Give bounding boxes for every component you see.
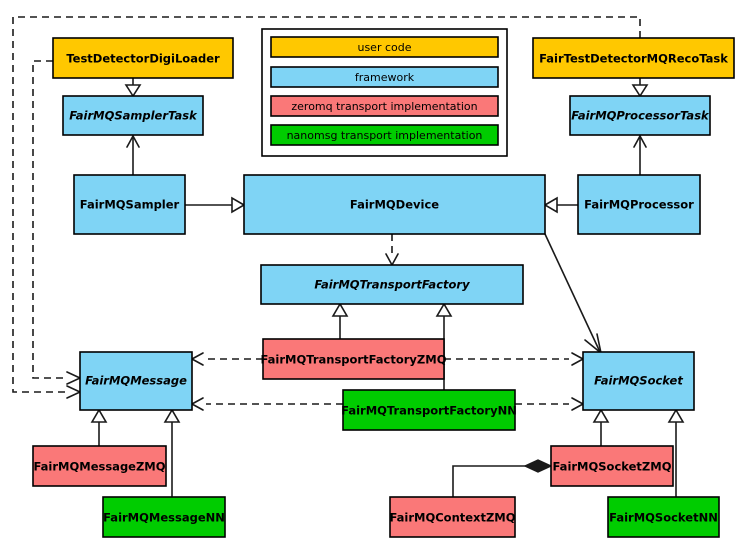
class-box[interactable] (342, 389, 516, 431)
edge-socketnn-socket (667, 408, 685, 497)
edge-sampler-device (185, 196, 246, 214)
class-label: FairMQTransportFactoryNN (341, 404, 517, 418)
class-label: FairMQSocketNN (609, 511, 718, 525)
class-label: FairMQSocket (594, 374, 683, 388)
edge-device-transportfactory (385, 234, 399, 266)
legend-swatch-zeromq (270, 95, 499, 117)
class-label: FairMQDevice (350, 198, 439, 212)
class-label: FairMQProcessor (584, 198, 694, 212)
class-box[interactable] (32, 445, 167, 487)
class-box[interactable] (532, 37, 735, 79)
class-label: FairMQTransportFactory (314, 278, 470, 292)
legend-label-zeromq: zeromq transport implementation (291, 100, 477, 113)
class-node-fairmqtransportfactory[interactable]: FairMQTransportFactory (260, 264, 524, 305)
class-node-fairmqmessage[interactable]: FairMQMessage (79, 351, 193, 411)
class-node-fairmqsocketzmq[interactable]: FairMQSocketZMQ (550, 445, 674, 487)
legend-label-nanomsg: nanomsg transport implementation (287, 129, 483, 142)
class-label: FairMQSampler (80, 198, 180, 212)
class-node-fairmqtransportfactorynn[interactable]: FairMQTransportFactoryNN (341, 389, 517, 431)
class-node-fairmqmessagezmq[interactable]: FairMQMessageZMQ (32, 445, 167, 487)
edge-sampler-samplertask (126, 135, 140, 175)
class-box[interactable] (569, 95, 711, 136)
class-box[interactable] (243, 174, 546, 235)
class-node-fairmqdevice[interactable]: FairMQDevice (243, 174, 546, 235)
edge-tfnn-message (191, 397, 343, 411)
class-node-fairmqsamplertask[interactable]: FairMQSamplerTask (62, 95, 204, 136)
class-label: FairTestDetectorMQRecoTask (539, 52, 728, 66)
legend-swatch-framework (270, 66, 499, 88)
class-label: FairMQSocketZMQ (553, 460, 672, 474)
class-label: FairMQProcessorTask (571, 109, 710, 123)
legend-label-framework: framework (355, 71, 415, 84)
class-box[interactable] (260, 264, 524, 305)
class-node-fairmqprocessortask[interactable]: FairMQProcessorTask (569, 95, 711, 136)
class-node-fairmqsampler[interactable]: FairMQSampler (73, 174, 186, 235)
class-node-testdetectordigiloader[interactable]: TestDetectorDigiLoader (52, 37, 234, 79)
class-box[interactable] (607, 496, 720, 538)
class-label: FairMQContextZMQ (389, 511, 515, 525)
class-box[interactable] (52, 37, 234, 79)
edge-recotask-processortask (631, 78, 649, 98)
edge-tfzmq-transportfactory (331, 302, 349, 339)
edge-processor-device (543, 196, 578, 214)
edge-tfzmq-socket (444, 352, 584, 366)
legend-swatch-user-code (270, 36, 499, 58)
edge-contextzmq-socketzmq (452, 459, 553, 497)
class-box[interactable] (262, 338, 445, 380)
class-label: FairMQMessage (85, 374, 187, 388)
class-box[interactable] (62, 95, 204, 136)
class-box[interactable] (73, 174, 186, 235)
class-label: FairMQSamplerTask (69, 109, 198, 123)
class-node-fairmqmessagenn[interactable]: FairMQMessageNN (102, 496, 226, 538)
legend-label-user-code: user code (357, 41, 411, 54)
class-box[interactable] (582, 351, 695, 411)
class-box[interactable] (79, 351, 193, 411)
class-node-fairmqcontextzmq[interactable]: FairMQContextZMQ (389, 496, 516, 538)
class-label: FairMQMessageNN (103, 511, 225, 525)
class-node-fairtestdetectormqrecotask[interactable]: FairTestDetectorMQRecoTask (532, 37, 735, 79)
node-layer: TestDetectorDigiLoader FairTestDetectorM… (32, 37, 735, 538)
edge-socketzmq-socket (592, 408, 610, 446)
legend-swatch-nanomsg (270, 124, 499, 146)
class-box[interactable] (102, 496, 226, 538)
class-label: TestDetectorDigiLoader (66, 52, 220, 66)
class-node-fairmqsocket[interactable]: FairMQSocket (582, 351, 695, 411)
class-node-fairmqsocketnn[interactable]: FairMQSocketNN (607, 496, 720, 538)
edge-tfzmq-message (191, 352, 263, 366)
class-node-fairmqtransportfactoryzmq[interactable]: FairMQTransportFactoryZMQ (260, 338, 447, 380)
edge-device-socket (544, 233, 602, 354)
class-node-fairmqprocessor[interactable]: FairMQProcessor (577, 174, 701, 235)
class-box[interactable] (550, 445, 674, 487)
class-label: FairMQMessageZMQ (33, 460, 165, 474)
edge-digiloader-samplertask (124, 78, 142, 98)
edge-messagezmq-message (90, 408, 108, 446)
legend: user code framework zeromq transport imp… (261, 28, 508, 157)
class-box[interactable] (577, 174, 701, 235)
edge-processor-processortask (633, 135, 647, 175)
edge-messagenn-message (163, 408, 181, 497)
edge-tfnn-socket (515, 397, 584, 411)
class-label: FairMQTransportFactoryZMQ (260, 353, 446, 367)
class-box[interactable] (389, 496, 516, 538)
